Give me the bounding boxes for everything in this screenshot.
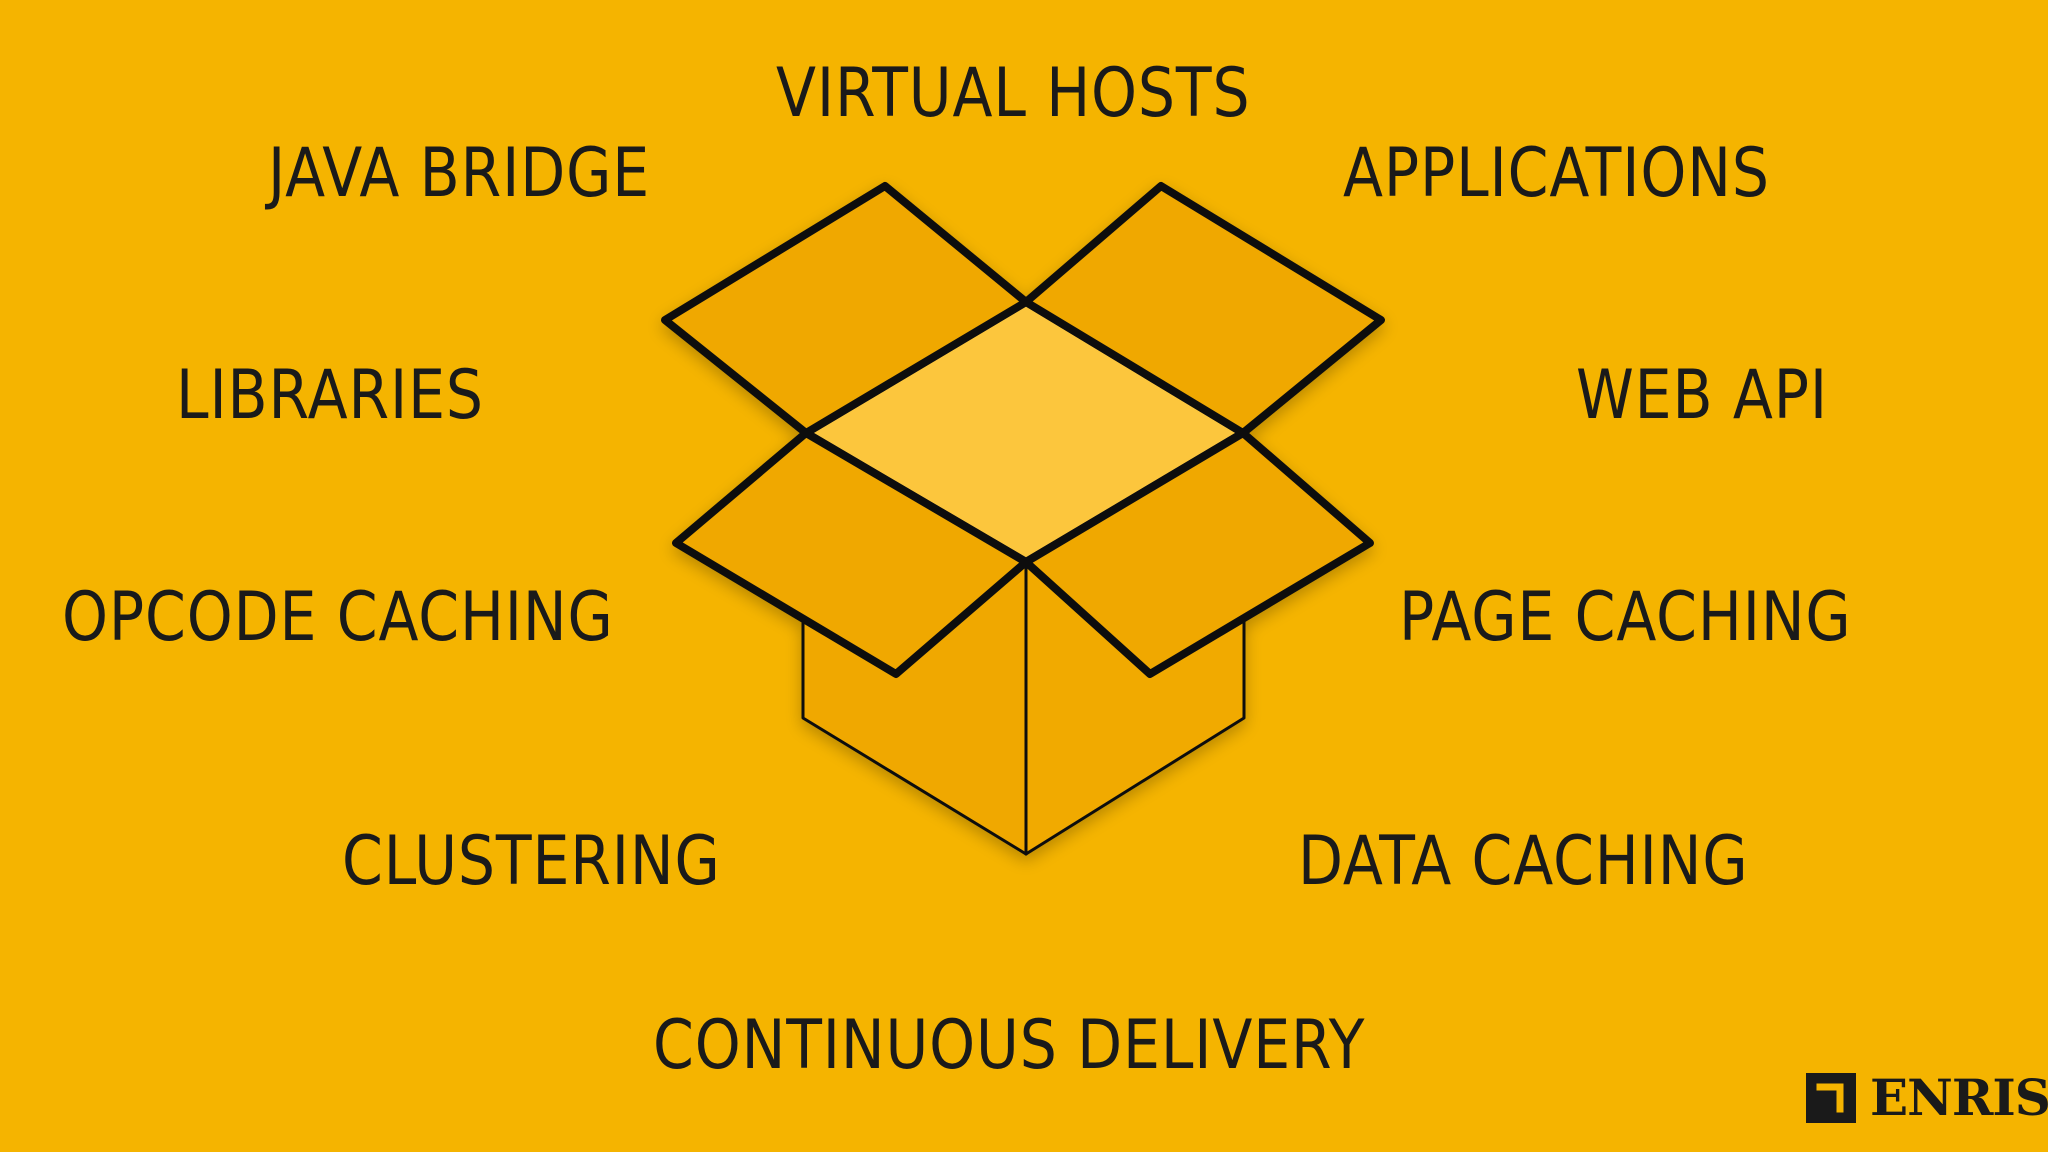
label-libraries: LIBRARIES <box>176 356 484 435</box>
flap-back-right <box>1022 182 1385 437</box>
flap-front-left <box>672 429 1030 678</box>
label-web-api: WEB API <box>1576 356 1829 435</box>
label-applications: APPLICATIONS <box>1343 134 1770 213</box>
label-virtual-hosts: VIRTUAL HOSTS <box>776 54 1251 133</box>
label-data-caching: DATA CACHING <box>1298 822 1749 901</box>
enrise-logo: ENRISE <box>1806 1070 2048 1126</box>
label-opcode-caching: OPCODE CACHING <box>62 578 614 657</box>
label-clustering: CLUSTERING <box>342 822 721 901</box>
enrise-mark-icon <box>1806 1073 1856 1123</box>
label-page-caching: PAGE CACHING <box>1399 578 1852 657</box>
flap-front-right <box>1022 429 1374 678</box>
logo-text: ENRISE <box>1870 1068 2048 1127</box>
label-java-bridge: JAVA BRIDGE <box>268 134 651 213</box>
label-continuous-delivery: CONTINUOUS DELIVERY <box>653 1006 1366 1085</box>
